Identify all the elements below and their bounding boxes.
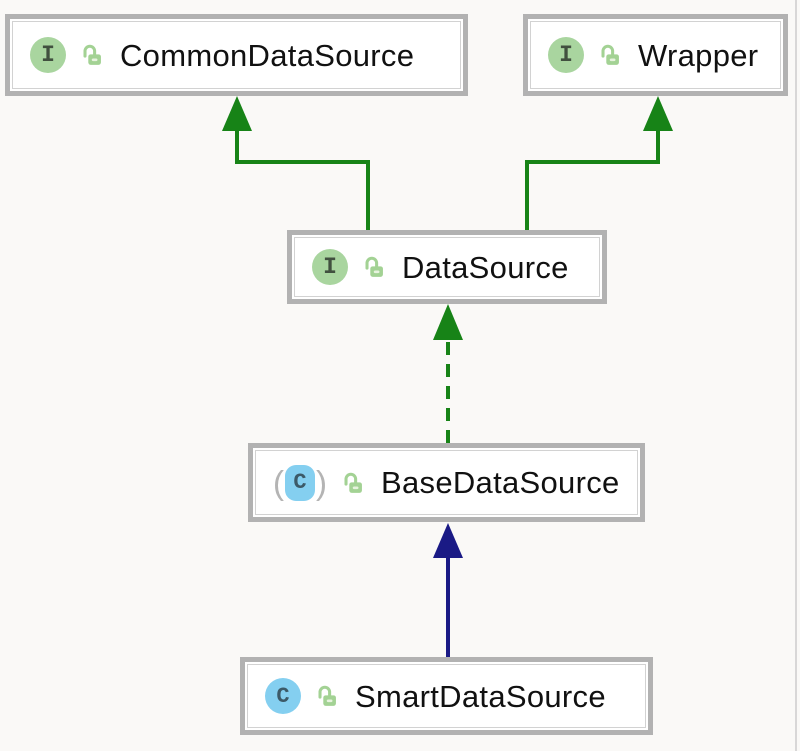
class-icon: C bbox=[285, 464, 315, 501]
arrowhead-implements-datasource bbox=[433, 304, 463, 340]
unlocked-padlock-icon bbox=[365, 256, 383, 277]
class-node-smartdatasource[interactable]: C SmartDataSource bbox=[240, 657, 653, 735]
unlocked-padlock-icon bbox=[83, 44, 101, 65]
abstract-paren-left: ( bbox=[273, 464, 284, 501]
class-node-wrapper[interactable]: I Wrapper bbox=[523, 14, 788, 96]
abstract-class-icon: ( C ) bbox=[273, 464, 327, 501]
class-icon-letter: C bbox=[276, 683, 290, 709]
unlocked-padlock-icon bbox=[318, 685, 336, 706]
interface-icon: I bbox=[30, 37, 66, 73]
edge-smartdatasource-extends-basedatasource[interactable] bbox=[433, 523, 463, 657]
class-name-label: DataSource bbox=[402, 249, 569, 285]
abstract-paren-right: ) bbox=[316, 464, 327, 501]
unlocked-padlock-icon bbox=[601, 44, 619, 65]
class-node-commondatasource[interactable]: I CommonDataSource bbox=[5, 14, 468, 96]
class-icon: C bbox=[265, 678, 301, 714]
class-node-datasource[interactable]: I DataSource bbox=[287, 230, 607, 304]
class-name-label: Wrapper bbox=[638, 37, 759, 73]
interface-icon: I bbox=[548, 37, 584, 73]
class-name-label: CommonDataSource bbox=[120, 37, 415, 73]
arrowhead-extends-basedatasource bbox=[433, 523, 463, 558]
class-name-label: BaseDataSource bbox=[381, 465, 620, 500]
edge-basedatasource-implements-datasource[interactable] bbox=[433, 304, 463, 443]
edge-datasource-extends-wrapper[interactable] bbox=[525, 96, 673, 230]
edge-datasource-extends-commondatasource[interactable] bbox=[222, 96, 370, 230]
interface-icon-letter: I bbox=[41, 42, 55, 68]
interface-icon: I bbox=[312, 249, 348, 285]
class-node-basedatasource[interactable]: ( C ) BaseDataSource bbox=[248, 443, 645, 522]
arrowhead-extends-commondatasource bbox=[222, 96, 252, 131]
arrowhead-extends-wrapper bbox=[643, 96, 673, 131]
interface-icon-letter: I bbox=[559, 42, 573, 68]
interface-icon-letter: I bbox=[323, 254, 337, 280]
class-name-label: SmartDataSource bbox=[355, 678, 606, 714]
class-icon-letter: C bbox=[293, 470, 307, 495]
unlocked-padlock-icon bbox=[344, 472, 362, 493]
